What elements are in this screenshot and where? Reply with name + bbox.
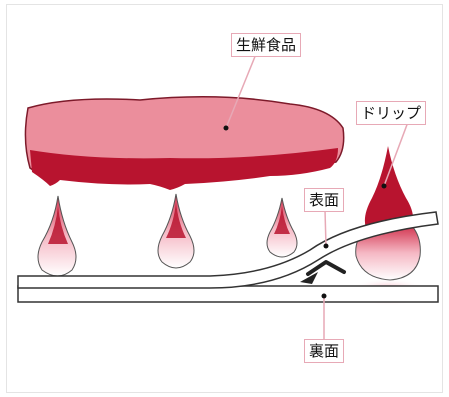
label-back: 裏面 (304, 339, 345, 363)
surface-sheet (17, 211, 439, 289)
raw-food-leader (223, 53, 257, 131)
drop-right (266, 197, 298, 258)
back-leader (321, 293, 327, 340)
drip-leader (381, 121, 409, 189)
label-raw-food: 生鮮食品 (231, 33, 302, 57)
drop-left (37, 195, 77, 277)
diagram-frame (6, 4, 443, 393)
surface-leader (323, 209, 329, 249)
label-drip: ドリップ (356, 101, 427, 125)
raw-food-block (24, 96, 345, 190)
flow-arrow (300, 260, 346, 284)
label-surface: 表面 (304, 188, 345, 212)
drip-large (355, 146, 421, 281)
drop-middle (157, 193, 195, 269)
